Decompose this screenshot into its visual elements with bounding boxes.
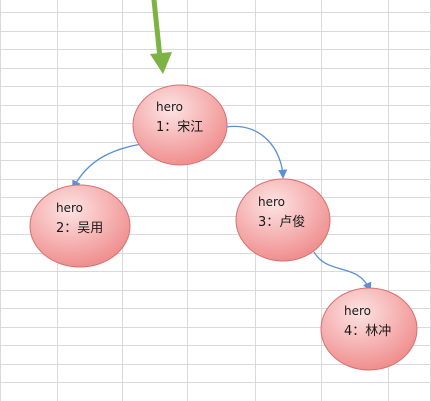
node-label: 2：吴用: [56, 221, 103, 236]
node-type-label: hero: [344, 304, 371, 318]
node-type-label: hero: [56, 201, 83, 215]
tree-node-2: hero 2：吴用: [29, 184, 131, 268]
edge-n1-n2: [72, 142, 149, 190]
tree-node-1: hero 1：宋江: [132, 84, 228, 166]
node-label: 3：卢俊: [258, 214, 305, 230]
edge-n3-n4: [313, 251, 372, 292]
node-type-label: hero: [258, 195, 285, 209]
node-type-label: hero: [156, 100, 183, 114]
down-arrow-icon: [150, 0, 172, 74]
tree-node-4: hero 4：林冲: [320, 287, 418, 371]
tree-node-3: hero 3：卢俊: [235, 178, 331, 262]
edge-n1-n3: [225, 125, 288, 179]
node-label: 4：林冲: [344, 324, 391, 339]
node-label: 1：宋江: [156, 120, 203, 135]
